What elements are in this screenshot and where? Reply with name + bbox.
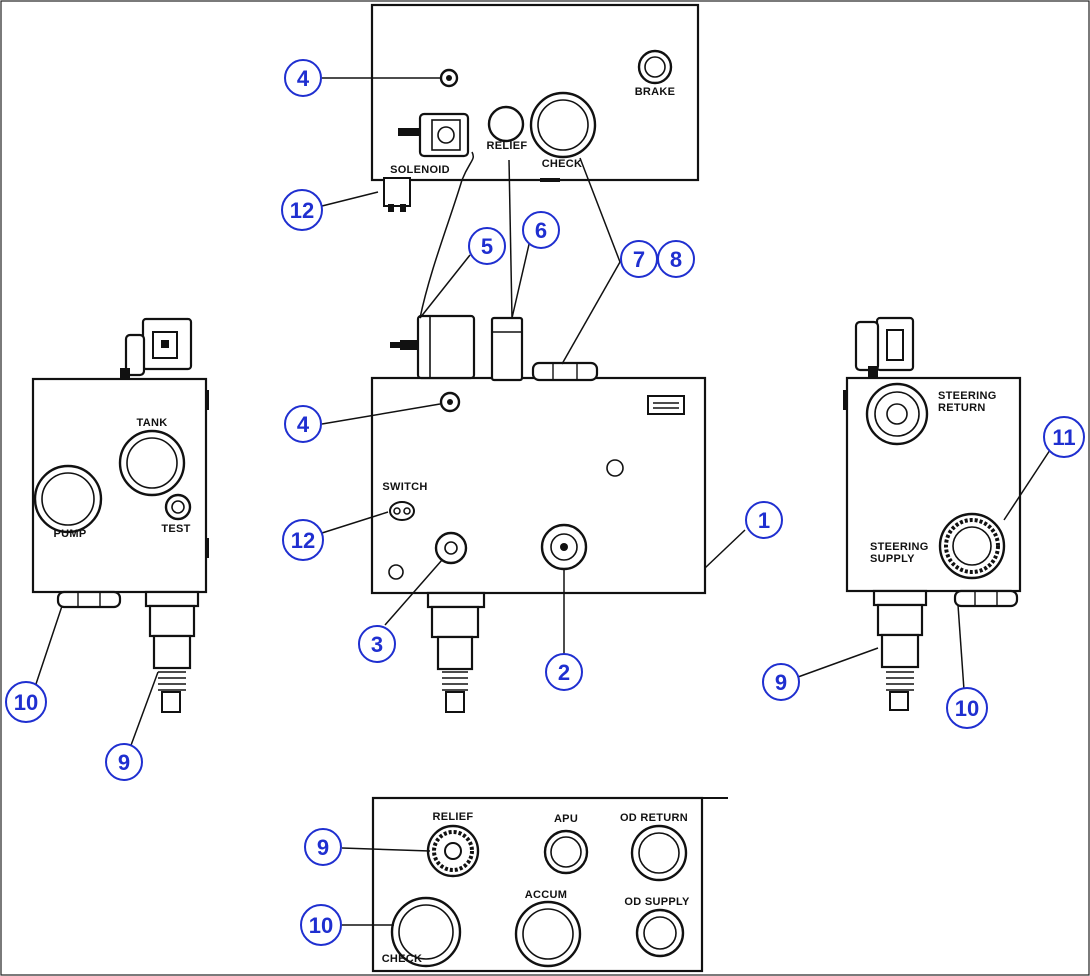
callout-10-right: 10 <box>946 687 988 729</box>
test-label: TEST <box>161 523 190 535</box>
mounting-hole-left <box>388 564 404 580</box>
svg-text:11: 11 <box>1052 425 1075 450</box>
pump-label: PUMP <box>54 528 87 540</box>
callout-7: 7 <box>620 240 658 278</box>
svg-text:3: 3 <box>371 632 383 657</box>
accum-port <box>514 900 582 968</box>
svg-text:2: 2 <box>558 660 570 685</box>
bottom-plug-right <box>953 589 1019 608</box>
callout-12-mid: 12 <box>282 519 324 561</box>
svg-text:7: 7 <box>633 247 645 272</box>
nameplate <box>647 395 685 415</box>
center-view: SWITCH <box>370 314 707 713</box>
check-port-bottom <box>390 896 462 968</box>
brake-label: BRAKE <box>635 86 676 98</box>
tank-port <box>118 429 186 497</box>
callout-8: 8 <box>657 240 695 278</box>
accum-label: ACCUM <box>525 889 567 901</box>
pressure-switch-nut-center <box>426 591 486 609</box>
check-label-bottom: CHECK <box>382 953 423 965</box>
od-return-label: OD RETURN <box>620 812 688 824</box>
callout-9-left: 9 <box>105 743 143 781</box>
callout-6: 6 <box>522 211 560 249</box>
solenoid-connector-center <box>400 340 418 350</box>
callout-10-bottom: 10 <box>300 904 342 946</box>
steering-return-label-1: STEERING <box>938 390 997 402</box>
od-supply-label: OD SUPPLY <box>624 896 690 908</box>
left-view: TANK PUMP TEST <box>31 317 209 713</box>
svg-text:8: 8 <box>670 247 682 272</box>
svg-text:10: 10 <box>955 696 979 721</box>
top-view: BRAKE RELIEF CHECK SOLENOID <box>370 3 700 212</box>
relief-label-top: RELIEF <box>487 140 528 152</box>
callout-9-right: 9 <box>762 663 800 701</box>
callout-1: 1 <box>745 501 783 539</box>
pressure-switch-nut-right <box>872 589 928 607</box>
test-port <box>164 493 192 521</box>
brake-port <box>637 49 673 85</box>
port-3 <box>434 531 468 565</box>
svg-text:9: 9 <box>118 750 130 775</box>
steering-supply-label-1: STEERING <box>870 541 929 553</box>
check-plug-center <box>531 361 599 382</box>
svg-text:1: 1 <box>758 508 770 533</box>
leader-lines <box>33 77 1053 926</box>
bottom-plug-left <box>56 590 122 609</box>
callout-3: 3 <box>358 625 396 663</box>
relief-label-bottom: RELIEF <box>433 811 474 823</box>
top-view-tab <box>540 178 560 182</box>
callouts: 4 12 5 6 7 8 4 12 1 3 2 10 9 11 9 10 9 1… <box>5 59 1085 946</box>
callout-10-left: 10 <box>5 681 47 723</box>
apu-label: APU <box>554 813 578 825</box>
steering-return-label-2: RETURN <box>938 402 986 414</box>
bottom-view: RELIEF APU OD RETURN ACCUM OD SUPPLY CHE… <box>371 796 728 973</box>
steering-supply-label-2: SUPPLY <box>870 553 915 565</box>
mounting-hole-right <box>606 459 624 477</box>
switch-label: SWITCH <box>382 481 427 493</box>
od-return-port <box>630 824 688 882</box>
svg-text:10: 10 <box>14 690 38 715</box>
svg-text:12: 12 <box>291 528 315 553</box>
svg-text:4: 4 <box>297 66 310 91</box>
svg-text:12: 12 <box>290 198 314 223</box>
pump-port <box>33 464 103 534</box>
callout-5: 5 <box>468 227 506 265</box>
callout-2: 2 <box>545 653 583 691</box>
steering-return-port <box>865 382 929 446</box>
switch-body-top <box>383 177 411 207</box>
callout-4-top: 4 <box>284 59 322 97</box>
check-port-top <box>529 91 597 159</box>
pressure-switch-body-center <box>430 605 480 639</box>
svg-text:10: 10 <box>309 913 333 938</box>
callout-12-top: 12 <box>281 189 323 231</box>
solenoid-body-center <box>416 314 476 380</box>
svg-text:5: 5 <box>481 234 493 259</box>
pressure-switch-nut-left <box>144 590 200 608</box>
callout-4-mid: 4 <box>284 405 322 443</box>
svg-text:6: 6 <box>535 218 547 243</box>
right-view: STEERING RETURN STEERING SUPPLY <box>843 316 1022 711</box>
svg-text:4: 4 <box>297 412 310 437</box>
svg-text:9: 9 <box>317 835 329 860</box>
relief-cartridge-center <box>490 316 524 382</box>
svg-text:9: 9 <box>775 670 787 695</box>
switch-connector <box>389 501 415 521</box>
relief-port-top <box>487 105 525 143</box>
steering-supply-port <box>938 512 1006 580</box>
check-label-top: CHECK <box>542 158 583 170</box>
callout-9-bottom: 9 <box>304 828 342 866</box>
callout-11: 11 <box>1043 416 1085 458</box>
solenoid-label: SOLENOID <box>390 164 450 176</box>
tank-label: TANK <box>137 417 168 429</box>
solenoid-connector-top <box>398 128 420 136</box>
